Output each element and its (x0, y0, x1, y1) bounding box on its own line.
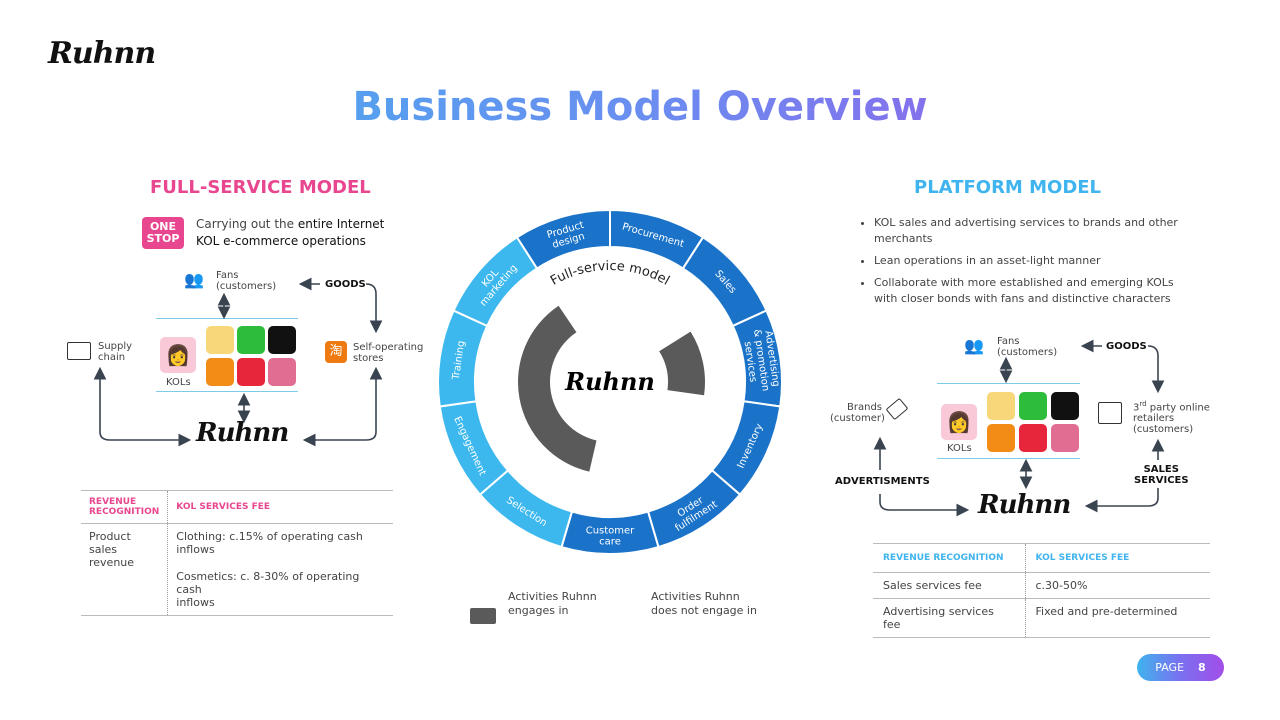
badge-line: STOP (146, 232, 180, 245)
fans-label: Fans(customers) (997, 336, 1058, 358)
wechat-icon (1019, 392, 1047, 420)
divider (937, 458, 1080, 459)
desc-bold: KOL e-commerce operations (196, 234, 366, 248)
full-service-model-label: Full-service model (548, 259, 672, 289)
ruhnn-logo: Ruhnn (978, 490, 1071, 520)
full-service-heading: FULL-SERVICE MODEL (150, 177, 371, 198)
ruhnn-logo: Ruhnn (48, 36, 156, 71)
app-icon (268, 358, 296, 386)
desc-text: Carrying out the (196, 217, 298, 231)
divider (937, 383, 1080, 384)
advertisments-label: ADVERTISMENTS (835, 476, 930, 487)
kols-label: KOLs (947, 443, 972, 454)
one-stop-desc: Carrying out the entire Internet KOL e-c… (196, 216, 384, 250)
platform-arrows (873, 339, 1165, 517)
platform-activity-arc (518, 305, 597, 472)
app-icon (1051, 424, 1079, 452)
badge-line: ONE (149, 220, 177, 233)
bullet: Collaborate with more established and em… (874, 275, 1188, 307)
brands-label: Brands(customer) (830, 402, 885, 424)
divider (156, 391, 298, 392)
platform-heading: PLATFORM MODEL (914, 177, 1102, 198)
xiaohongshu-icon (1019, 424, 1047, 452)
fans-icon: 👥 (964, 336, 984, 355)
kuaishou-icon (206, 358, 234, 386)
ring-segment (515, 208, 611, 270)
fans-label: Fans(customers) (216, 270, 277, 292)
ruhnn-logo: Ruhnn (564, 367, 655, 396)
page-title: Business Model Overview (0, 84, 1280, 130)
goods-label: GOODS (1106, 341, 1147, 352)
taobao-icon: 淘 (325, 341, 347, 363)
desc-bold: entire Internet (297, 217, 385, 231)
tiktok-icon (1051, 392, 1079, 420)
fans-icon: 👥 (184, 270, 204, 289)
weibo-icon (206, 326, 234, 354)
weibo-icon (987, 392, 1015, 420)
tiktok-icon (268, 326, 296, 354)
platform-bullets: KOL sales and advertising services to br… (858, 215, 1188, 313)
kol-avatar-icon: 👩 (941, 404, 977, 440)
supply-chain-icon (67, 342, 91, 360)
xiaohongshu-icon (237, 358, 265, 386)
bullet: KOL sales and advertising services to br… (874, 215, 1188, 247)
wechat-icon (237, 326, 265, 354)
legend-engaged-swatch (470, 608, 496, 624)
bullet: Lean operations in an asset-light manner (874, 253, 1188, 269)
platform-activity-arc (659, 331, 705, 396)
store-icon (1098, 402, 1122, 424)
goods-label: GOODS (325, 279, 366, 290)
full-service-arrows (93, 277, 383, 447)
kuaishou-icon (987, 424, 1015, 452)
